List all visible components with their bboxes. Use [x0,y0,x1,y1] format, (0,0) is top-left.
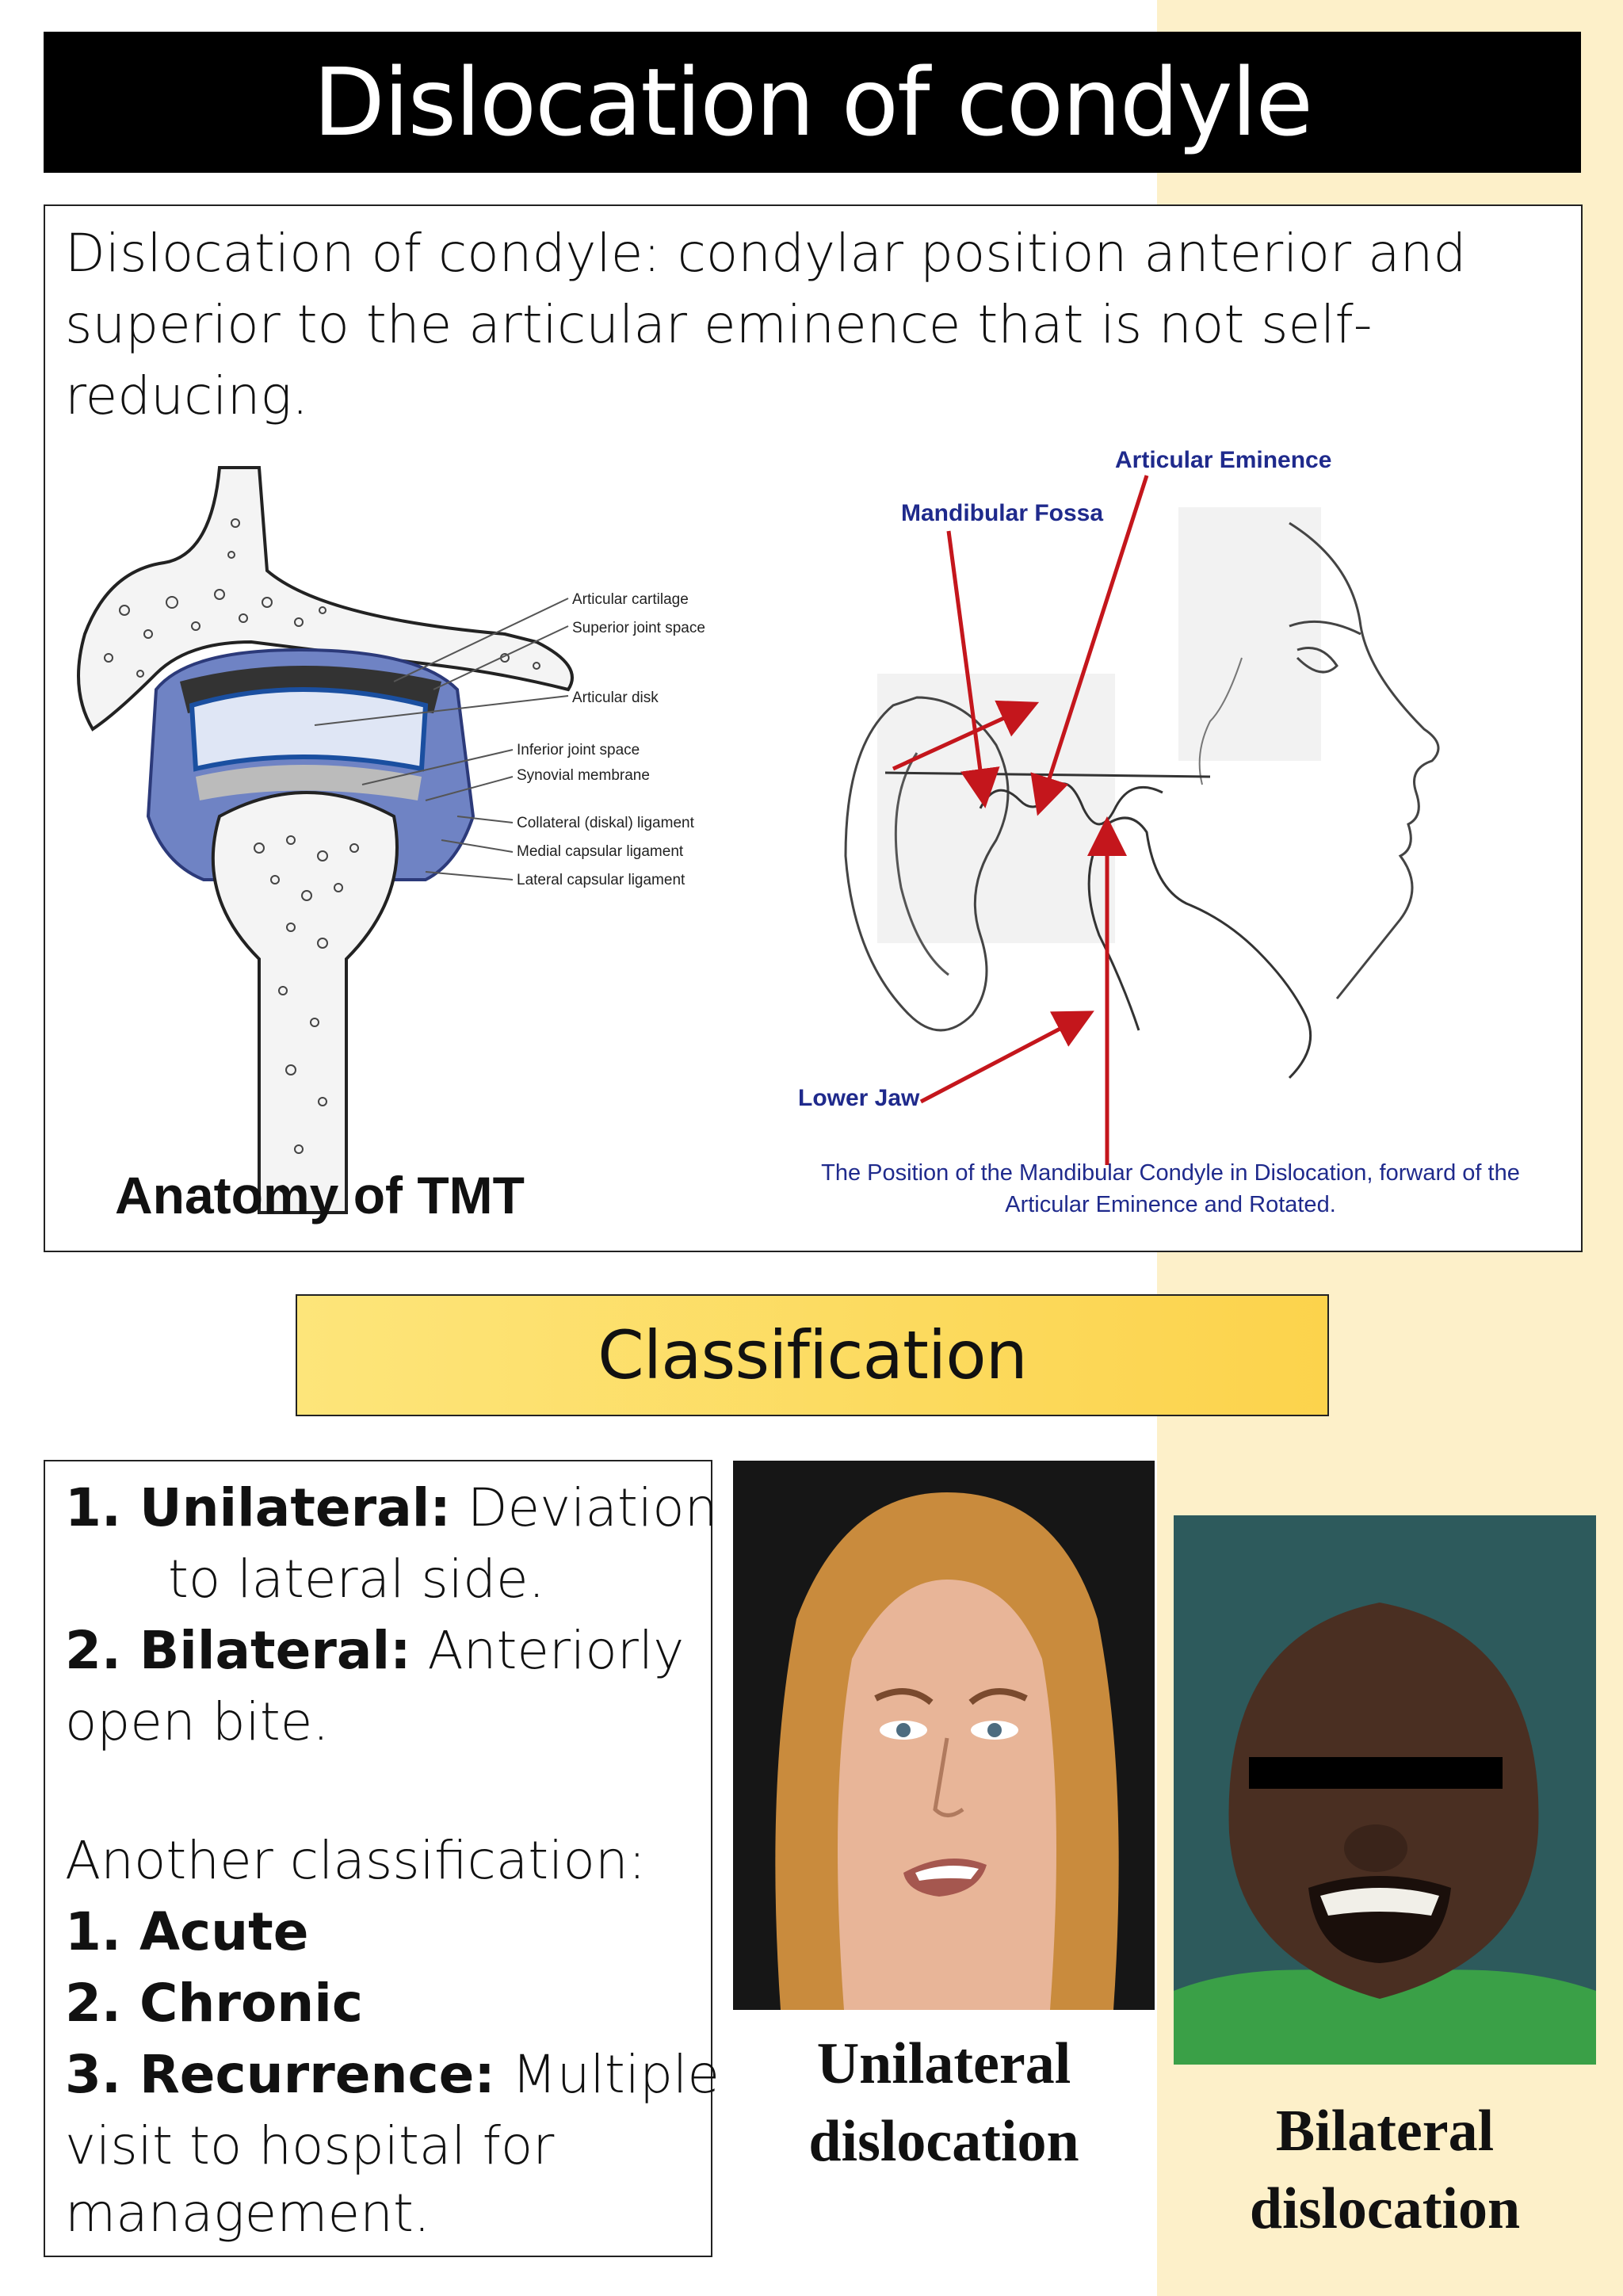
label-articular-disk: Articular disk [572,690,659,706]
position-caption-line: Articular Eminence and Rotated. [1005,1192,1336,1217]
face-profile [1289,521,1440,999]
unilateral-caption: Unilateral dislocation [733,2025,1155,2180]
list-item: 1. Unilateral: Deviation [65,1477,717,1538]
mandibular-condyle [211,791,399,1214]
unilateral-caption-line: dislocation [808,2109,1079,2174]
label-inferior-joint-space: Inferior joint space [517,742,640,758]
definition-line: Dislocation of condyle: condylar positio… [65,223,1467,284]
bilateral-face-illustration [1174,1603,1596,2065]
list-item: 3. Recurrence: Multiple [65,2044,720,2105]
unilateral-caption-line: Unilateral [816,2031,1071,2096]
item-label: 1. Acute [65,1901,309,1962]
item-label: 2. Chronic [65,1973,364,2034]
definition-line: superior to the articular eminence that … [65,294,1373,355]
label-articular-eminence: Articular Eminence [1115,447,1331,473]
bilateral-photo [1174,1515,1596,2065]
definition-text: Dislocation of condyle: condylar positio… [65,218,1555,432]
classification-heading: Classification [296,1294,1329,1416]
bilateral-caption-line: dislocation [1249,2176,1521,2241]
position-caption-line: The Position of the Mandibular Condyle i… [821,1160,1520,1186]
page-title: Dislocation of condyle [44,32,1581,173]
list-item: visit to hospital for [65,2115,554,2176]
list-item: 2. Bilateral: Anteriorly [65,1620,684,1681]
unilateral-photo [733,1461,1155,2010]
item-desc: to lateral side. [168,1549,545,1610]
label-superior-joint-space: Superior joint space [572,620,705,636]
ear-outline [844,696,1010,1032]
list-item: management. [65,2183,430,2244]
fossa-eminence-outline [979,782,1163,826]
label-lateral-capsular-ligament: Lateral capsular ligament [517,872,685,888]
list-item: 1. Acute [65,1901,308,1962]
item-label: 1. Unilateral: [65,1477,451,1538]
definition-line: reducing. [65,365,309,426]
label-collateral-ligament: Collateral (diskal) ligament [517,815,695,831]
bilateral-caption: Bilateral dislocation [1174,2092,1596,2248]
label-synovial-membrane: Synovial membrane [517,767,650,784]
bilateral-caption-line: Bilateral [1275,2099,1495,2164]
label-articular-cartilage: Articular cartilage [572,591,689,608]
eye-redaction-bar [1249,1757,1503,1789]
definition-box: Dislocation of condyle: condylar positio… [44,204,1583,1252]
item-desc: visit to hospital for [65,2115,555,2176]
temporal-bone [77,466,574,732]
list-item: to lateral side. [168,1549,545,1610]
list-item: open bite. [65,1691,329,1752]
anatomy-caption: Anatomy of TMT [115,1166,525,1224]
item-label: 3. Recurrence: [65,2044,495,2105]
list-item: Another classification: [65,1830,646,1891]
arrow-mandibular-fossa [946,530,1000,808]
item-desc: management. [65,2183,430,2244]
item-desc: Another classification: [65,1830,646,1891]
mandible-outline [1087,816,1312,1079]
item-label: 2. Bilateral: [65,1620,411,1681]
arrow-articular-eminence [1030,475,1149,816]
arrow-lower-jaw [892,700,1040,771]
item-desc: Anteriorly [411,1620,685,1681]
item-desc: open bite. [65,1691,330,1752]
label-mandibular-fossa: Mandibular Fossa [901,500,1103,526]
condyle-position-diagram: Articular Eminence Mandibular Fossa Lowe… [798,447,1440,1165]
label-medial-capsular-ligament: Medial capsular ligament [517,843,684,860]
classification-list: 1. Unilateral: Deviation to lateral side… [44,1460,720,2257]
unilateral-face-illustration [775,1492,1119,2010]
list-item: 2. Chronic [65,1973,363,2034]
position-figure-caption: The Position of the Mandibular Condyle i… [758,1157,1583,1221]
item-desc: Multiple [495,2044,720,2105]
articular-disk [189,687,429,772]
item-desc: Deviation [450,1477,718,1538]
tmj-anatomy-diagram: Articular cartilage Superior joint space… [77,466,705,1214]
label-lower-jaw: Lower Jaw [798,1085,920,1111]
